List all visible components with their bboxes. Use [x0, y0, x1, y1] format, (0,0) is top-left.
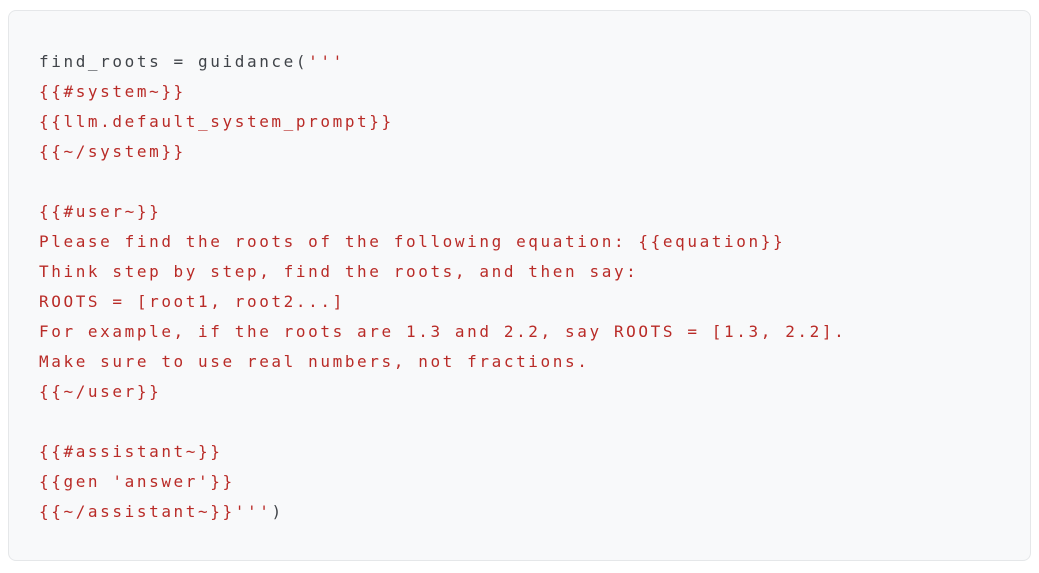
code-string-segment: {{~/user}} — [39, 382, 162, 401]
code-line: Please find the roots of the following e… — [39, 227, 1000, 257]
code-line: {{#system~}} — [39, 77, 1000, 107]
code-line: ROOTS = [root1, root2...] — [39, 287, 1000, 317]
code-string-segment: Think step by step, find the roots, and … — [39, 262, 639, 281]
code-line: find_roots = guidance(''' — [39, 47, 1000, 77]
code-string-segment: {{#assistant~}} — [39, 442, 223, 461]
code-string-segment: ROOTS = [root1, root2...] — [39, 292, 345, 311]
code-line: {{~/system}} — [39, 137, 1000, 167]
code-line: {{~/user}} — [39, 377, 1000, 407]
code-line: {{#assistant~}} — [39, 437, 1000, 467]
code-line: {{~/assistant~}}''') — [39, 497, 1000, 527]
code-string-segment: ''' — [308, 52, 345, 71]
code-block: find_roots = guidance(''' {{#system~}} {{l… — [8, 10, 1031, 561]
code-line — [39, 407, 1000, 437]
code-string-segment: For example, if the roots are 1.3 and 2.… — [39, 322, 847, 341]
code-plain-segment: find_roots = guidance( — [39, 52, 309, 71]
code-string-segment: {{~/system}} — [39, 142, 186, 161]
code-line: {{gen 'answer'}} — [39, 467, 1000, 497]
code-string-segment: {{#system~}} — [39, 82, 186, 101]
code-string-segment: {{~/assistant~}}''' — [39, 502, 272, 521]
code-string-segment: {{#user~}} — [39, 202, 162, 221]
code-line: For example, if the roots are 1.3 and 2.… — [39, 317, 1000, 347]
code-plain-segment: ) — [271, 502, 284, 521]
code-string-segment: Please find the roots of the following e… — [39, 232, 786, 251]
code-line: Think step by step, find the roots, and … — [39, 257, 1000, 287]
code-line — [39, 167, 1000, 197]
code-line: {{llm.default_system_prompt}} — [39, 107, 1000, 137]
code-string-segment: {{llm.default_system_prompt}} — [39, 112, 394, 131]
code-line: Make sure to use real numbers, not fract… — [39, 347, 1000, 377]
code-string-segment: {{gen 'answer'}} — [39, 472, 235, 491]
code-string-segment: Make sure to use real numbers, not fract… — [39, 352, 590, 371]
code-line: {{#user~}} — [39, 197, 1000, 227]
